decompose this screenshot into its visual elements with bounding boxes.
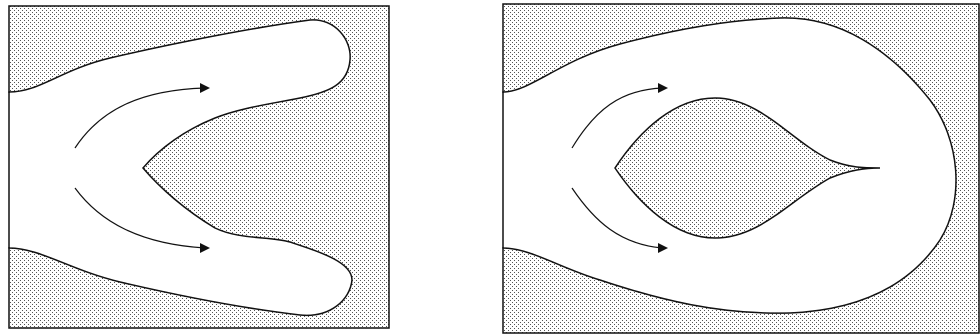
left-panel xyxy=(0,0,400,334)
right-panel xyxy=(490,0,980,334)
